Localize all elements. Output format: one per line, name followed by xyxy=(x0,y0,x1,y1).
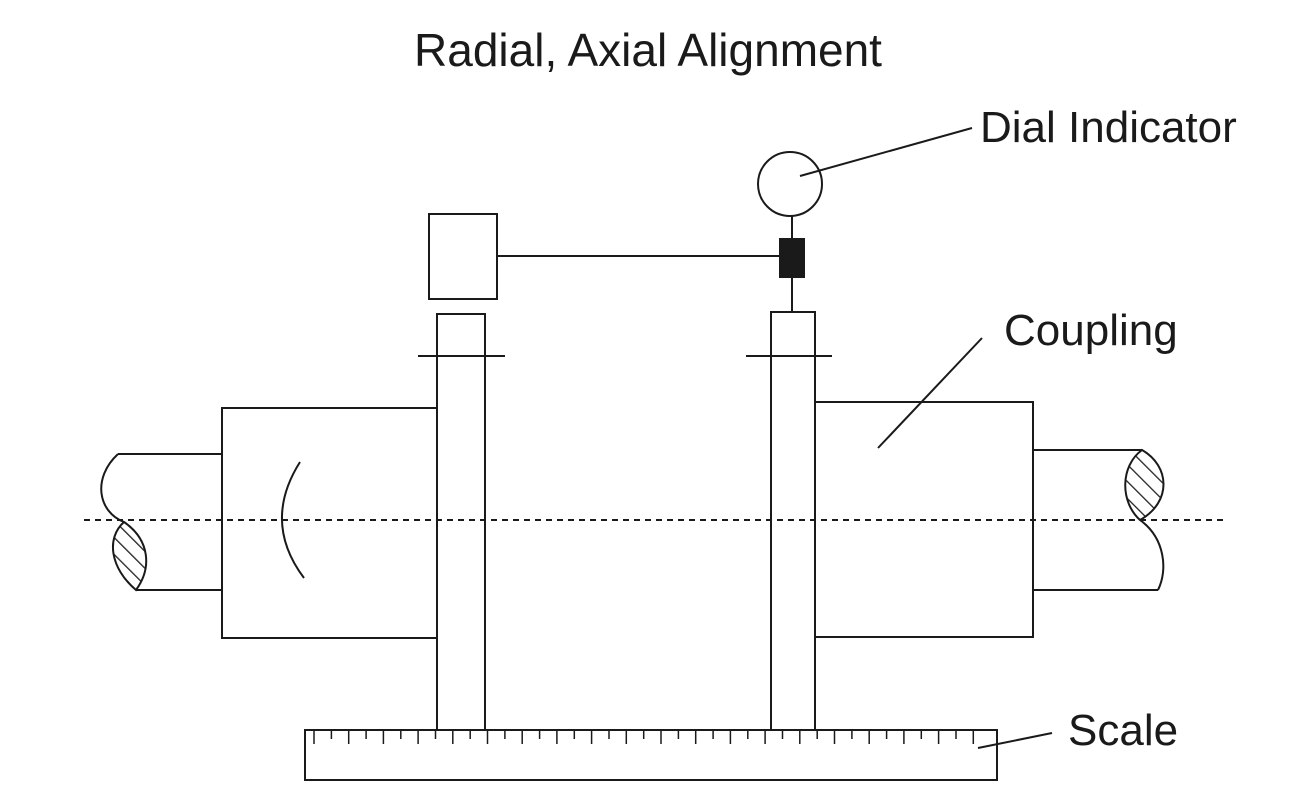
scale-bar xyxy=(304,729,998,781)
right-shaft-hatched-section xyxy=(1124,448,1165,522)
left-shaft xyxy=(100,453,222,592)
dial-indicator-gauge xyxy=(757,151,823,217)
diagram-title: Radial, Axial Alignment xyxy=(414,24,882,76)
dial-indicator-leader xyxy=(799,127,973,177)
scale-label: Scale xyxy=(1068,706,1178,755)
scale-ticks xyxy=(313,730,975,744)
indicator-clamp xyxy=(779,238,805,278)
right-shaft xyxy=(1033,448,1165,591)
counterweight-block xyxy=(428,213,498,300)
dial-indicator-label: Dial Indicator xyxy=(980,103,1237,152)
scale-leader xyxy=(977,732,1053,749)
coupling-label: Coupling xyxy=(1004,306,1178,355)
left-shaft-hatched-section xyxy=(111,520,148,592)
left-coupling-hub xyxy=(221,407,438,639)
coupling-leader xyxy=(877,337,983,449)
left-bracket xyxy=(436,313,486,731)
